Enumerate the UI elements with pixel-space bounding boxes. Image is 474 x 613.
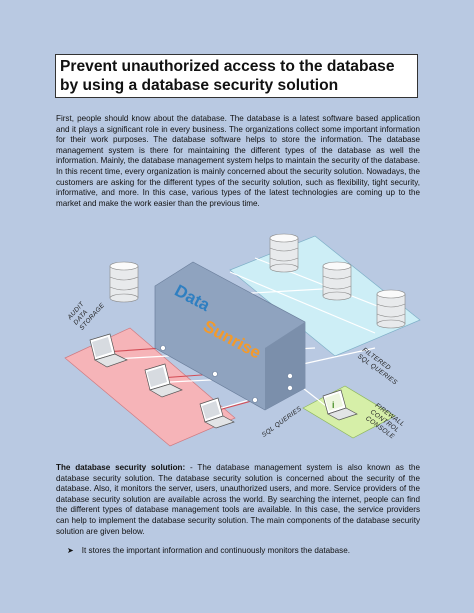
sql-queries-label: SQL QUERIES (261, 405, 304, 439)
database-icon (269, 233, 299, 273)
console-laptop-icon: i (322, 389, 358, 421)
svg-text:i: i (332, 400, 335, 410)
title-box: Prevent unauthorized access to the datab… (55, 54, 418, 98)
filtered-sql-queries-label: FILTERED SQL QUERIES (356, 347, 399, 387)
bullet-item: ➤ It stores the important information and… (67, 546, 417, 557)
database-icon (109, 261, 139, 303)
laptop-icon (199, 397, 235, 429)
database-security-diagram: Data Sunrise (64, 233, 421, 447)
panel-side (265, 322, 305, 410)
security-solution-paragraph: The database security solution: - The da… (56, 463, 420, 537)
section-heading: The database security solution: (56, 463, 186, 472)
laptop-icon (144, 363, 183, 398)
svg-text:SQL QUERIES: SQL QUERIES (261, 405, 304, 439)
section-body: - The database management system is also… (56, 463, 420, 536)
laptop-icon (89, 333, 128, 368)
page-title: Prevent unauthorized access to the datab… (60, 58, 395, 94)
intro-paragraph: First, people should know about the data… (56, 114, 420, 208)
bullet-text: It stores the important information and … (81, 546, 350, 555)
database-icon (376, 289, 406, 329)
connection-nodes (160, 345, 293, 403)
audit-data-storage-label: AUDIT DATA STORAGE (66, 300, 107, 332)
arrow-bullet-icon: ➤ (67, 546, 74, 555)
database-icon (322, 261, 352, 301)
